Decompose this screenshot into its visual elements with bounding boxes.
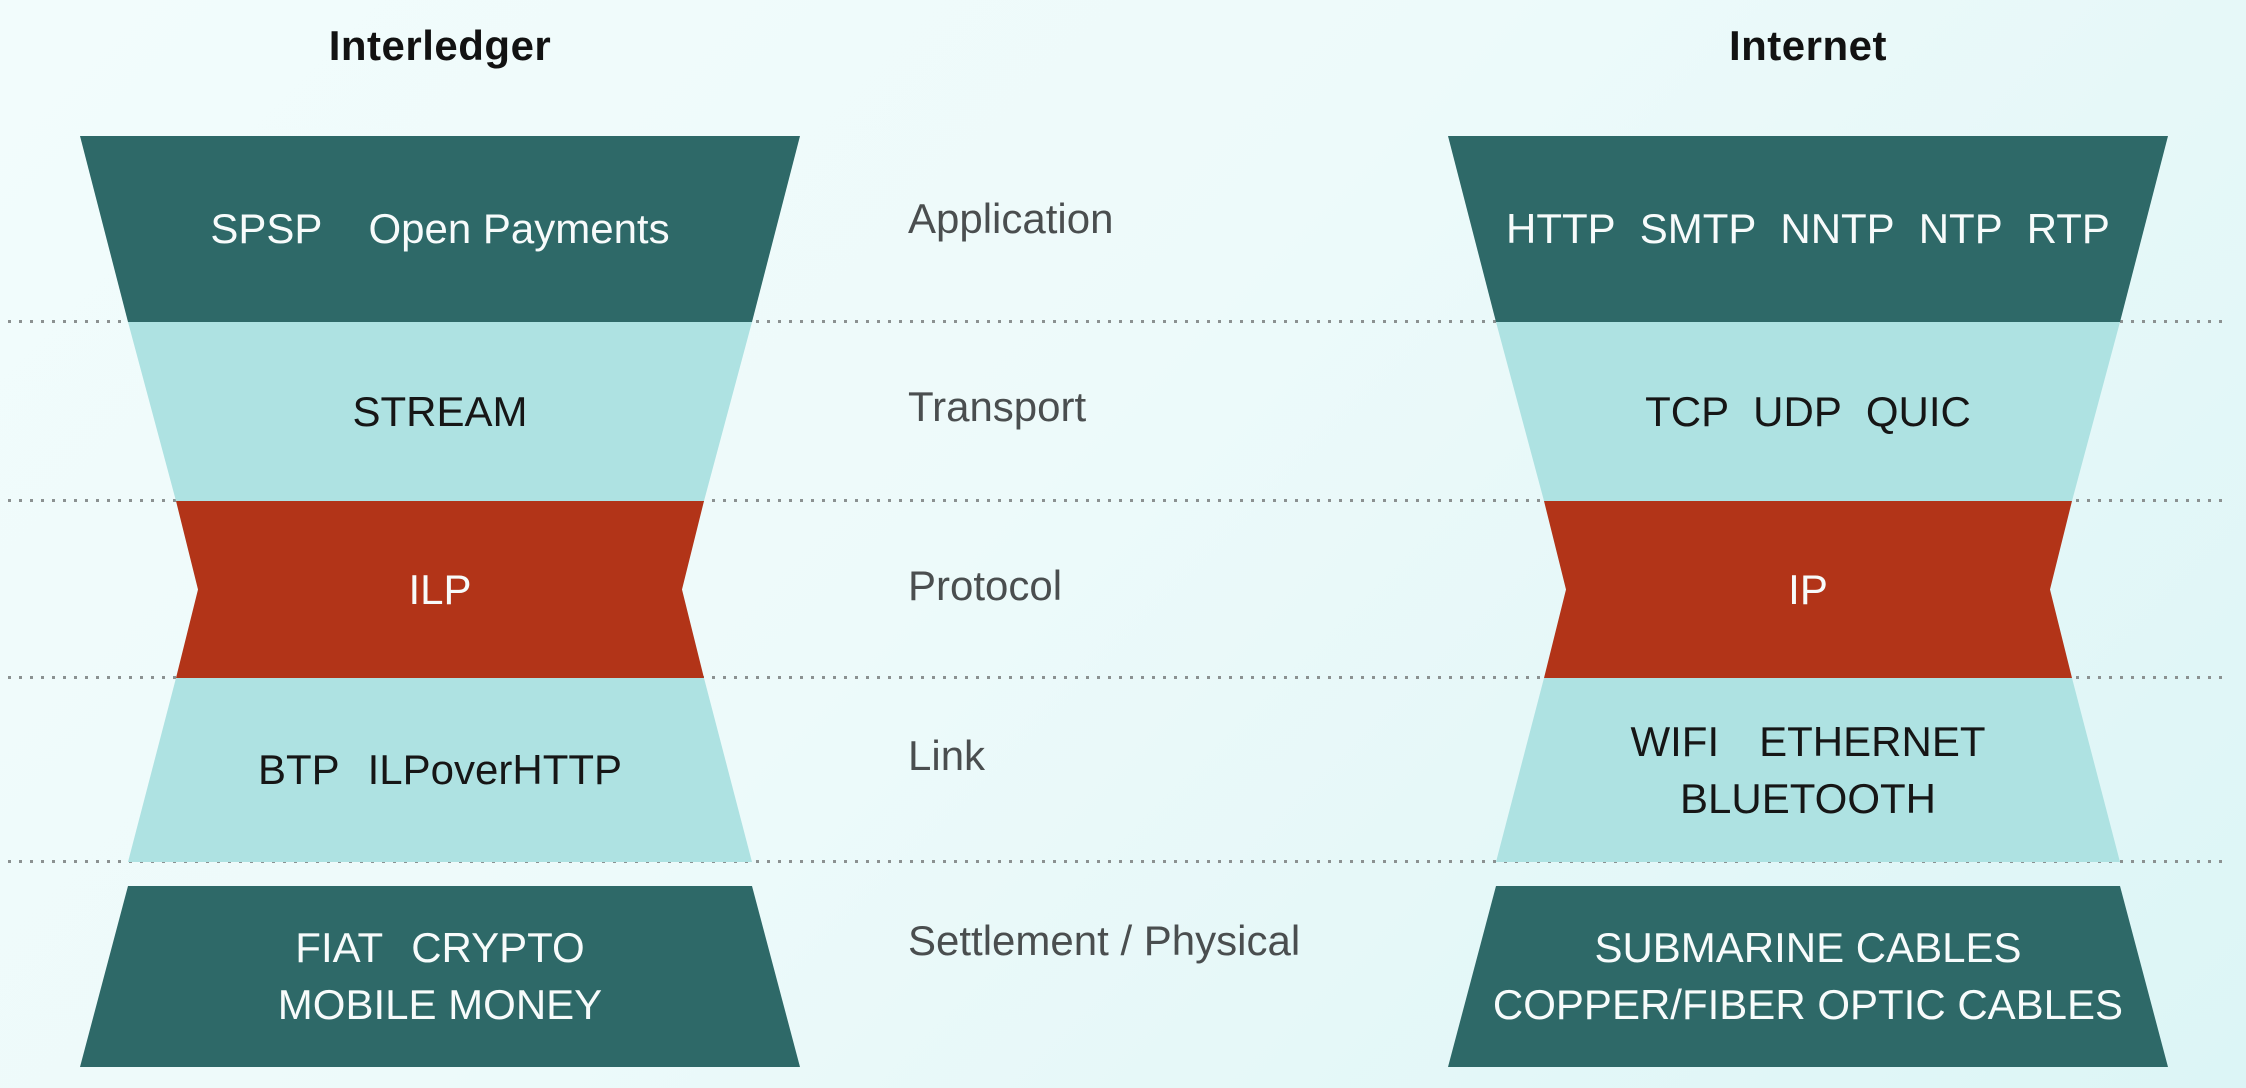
stack-item: BTP (257, 746, 340, 793)
stack-item: NTP (1918, 205, 2003, 252)
stack-item: ETHERNET (1759, 717, 1986, 765)
separator-transport-protocol (8, 499, 2226, 502)
interledger-settlement-items-line1: FIAT CRYPTO (295, 927, 584, 969)
internet-protocol-band: IP (1544, 501, 2072, 678)
stack-item: RTP (2026, 205, 2110, 252)
internet-settlement-band: SUBMARINE CABLES COPPER/FIBER OPTIC CABL… (1448, 886, 2168, 1067)
internet-transport-band: TCP UDP QUIC (1496, 322, 2120, 501)
stack-item: NNTP (1780, 205, 1895, 252)
interledger-protocol-band: ILP (176, 501, 704, 678)
stack-item: IP (1788, 565, 1828, 613)
interledger-settlement-band: FIAT CRYPTO MOBILE MONEY (80, 886, 800, 1067)
interledger-link-items: BTP ILPoverHTTP (258, 749, 622, 791)
stack-item: UDP (1753, 387, 1842, 435)
internet-transport-items: TCP UDP QUIC (1645, 391, 1971, 433)
internet-link-items-line2: BLUETOOTH (1680, 778, 1936, 820)
stack-item: QUIC (1865, 387, 1971, 435)
stack-item: ILPoverHTTP (367, 746, 623, 793)
interledger-transport-items: STREAM (352, 391, 527, 433)
separator-protocol-link (8, 676, 2226, 679)
stack-item: TCP (1645, 387, 1730, 435)
stack-item: SUBMARINE CABLES (1594, 924, 2022, 971)
interledger-application-items: SPSP Open Payments (210, 208, 669, 250)
separator-link-settlement (8, 860, 2226, 863)
stack-item: CRYPTO (411, 924, 585, 971)
separator-application-transport (8, 320, 2226, 323)
interledger-transport-band: STREAM (128, 322, 752, 501)
layer-label-application: Application (908, 195, 1114, 242)
stack-item: STREAM (352, 387, 528, 435)
layer-label-transport: Transport (908, 383, 1087, 430)
stack-item: MOBILE MONEY (277, 981, 603, 1028)
internet-application-band: HTTP SMTP NNTP NTP RTP (1448, 136, 2168, 322)
stack-item: COPPER/FIBER OPTIC CABLES (1492, 981, 2124, 1028)
interledger-title: Interledger (328, 22, 552, 69)
layer-label-settlement: Settlement / Physical (908, 917, 1301, 964)
stack-item: BLUETOOTH (1680, 774, 1936, 822)
interledger-application-band: SPSP Open Payments (80, 136, 800, 322)
stack-item: HTTP (1506, 205, 1616, 252)
layer-label-protocol: Protocol (908, 562, 1063, 609)
interledger-link-band: BTP ILPoverHTTP (128, 678, 752, 862)
internet-title: Internet (1728, 22, 1887, 69)
stack-item: FIAT (295, 924, 384, 971)
internet-settlement-items-line1: SUBMARINE CABLES (1594, 927, 2021, 969)
internet-protocol-items: IP (1788, 569, 1828, 611)
stack-item: Open Payments (368, 205, 670, 252)
interledger-settlement-items-line2: MOBILE MONEY (278, 984, 602, 1026)
internet-application-items: HTTP SMTP NNTP NTP RTP (1506, 208, 2110, 250)
layer-label-link: Link (908, 732, 986, 779)
internet-link-items-line1: WIFI ETHERNET (1631, 721, 1986, 763)
stack-item: ILP (408, 565, 472, 613)
stack-item: SPSP (210, 205, 323, 252)
stack-item: SMTP (1639, 205, 1757, 252)
stack-item: WIFI (1630, 717, 1720, 765)
internet-settlement-items-line2: COPPER/FIBER OPTIC CABLES (1493, 984, 2123, 1026)
interledger-protocol-items: ILP (408, 569, 471, 611)
internet-link-band: WIFI ETHERNET BLUETOOTH (1496, 678, 2120, 862)
